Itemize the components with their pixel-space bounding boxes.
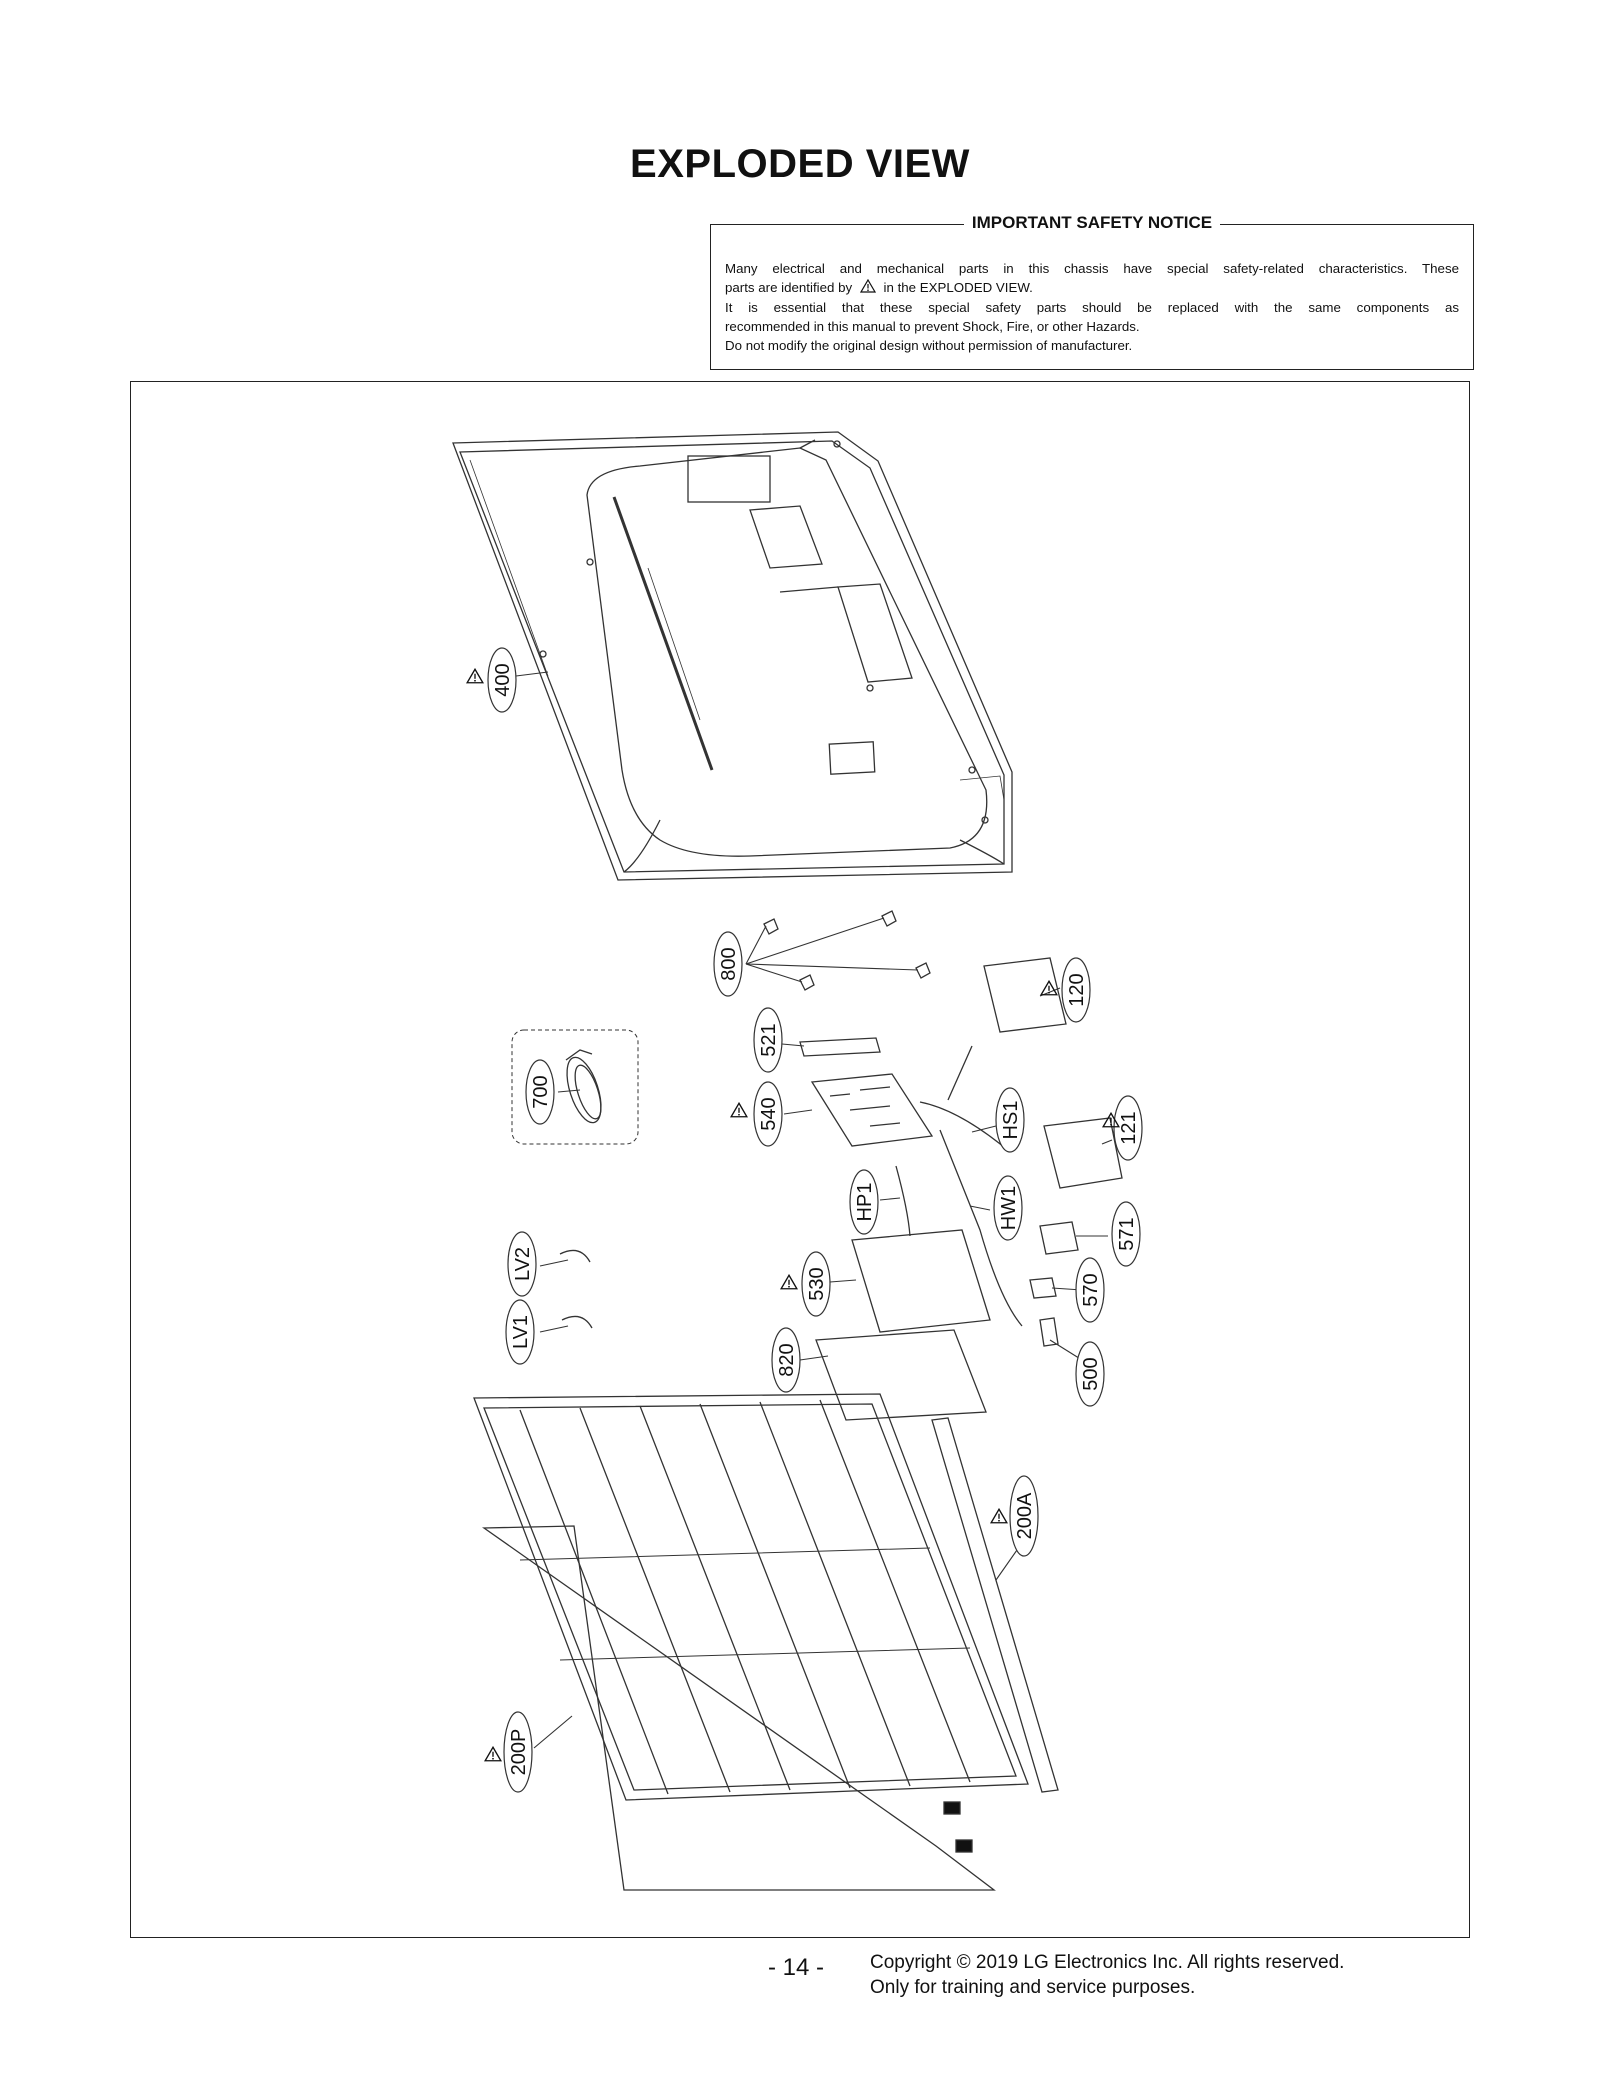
page-title: EXPLODED VIEW xyxy=(630,142,970,186)
diagram-frame xyxy=(130,381,1470,1938)
safety-notice-body: Many electrical and mechanical parts in … xyxy=(725,259,1459,355)
part-number-521: 521 xyxy=(758,1023,780,1056)
part-label-lv1: LV1 xyxy=(505,1299,535,1365)
notice-line-1: Many electrical and mechanical parts in … xyxy=(725,261,1459,276)
part-number-lv1: LV1 xyxy=(510,1315,532,1349)
notice-line-4: recommended in this manual to prevent Sh… xyxy=(725,318,1140,334)
warning-triangle-icon xyxy=(780,1274,798,1290)
part-label-120: 120 xyxy=(1040,957,1091,1023)
page-number: - 14 - xyxy=(768,1954,825,1981)
part-label-hp1: HP1 xyxy=(849,1169,879,1235)
part-number-530: 530 xyxy=(806,1267,828,1300)
notice-line-2: parts are identified by in the EXPLODED … xyxy=(725,278,1459,297)
part-label-hw1: HW1 xyxy=(993,1175,1023,1241)
part-label-lv2: LV2 xyxy=(507,1231,537,1297)
part-label-121: 121 xyxy=(1102,1095,1143,1161)
part-number-200a: 200A xyxy=(1014,1492,1036,1539)
warning-triangle-icon xyxy=(466,668,484,684)
notice-line-3: It is essential that these special safet… xyxy=(725,299,1459,315)
part-label-700: 700 xyxy=(525,1059,555,1125)
leader-lines xyxy=(515,671,1113,1749)
part-label-200a: 200A xyxy=(990,1475,1039,1557)
notice-line-5: Do not modify the original design withou… xyxy=(725,338,1133,354)
part-number-800: 800 xyxy=(718,947,740,980)
purpose-line: Only for training and service purposes. xyxy=(870,1977,1196,1998)
safety-notice-box: IMPORTANT SAFETY NOTICE Many electrical … xyxy=(710,213,1474,370)
part-number-hs1: HS1 xyxy=(1000,1101,1022,1140)
part-label-570: 570 xyxy=(1075,1257,1105,1323)
part-number-500: 500 xyxy=(1080,1357,1102,1390)
back-cover-drawing xyxy=(452,431,1013,881)
part-label-500: 500 xyxy=(1075,1341,1105,1407)
part-number-200p: 200P xyxy=(508,1729,530,1776)
part-number-hp1: HP1 xyxy=(854,1183,876,1222)
part-label-hs1: HS1 xyxy=(995,1087,1025,1153)
part-number-540: 540 xyxy=(758,1097,780,1130)
part-label-530: 530 xyxy=(780,1251,831,1317)
part-number-121: 121 xyxy=(1118,1111,1140,1144)
notice-line-2a: parts are identified by xyxy=(725,280,853,296)
warning-triangle-icon xyxy=(484,1746,502,1762)
copyright-line: Copyright © 2019 LG Electronics Inc. All… xyxy=(870,1952,1345,1973)
part-number-lv2: LV2 xyxy=(512,1247,534,1281)
part-label-540: 540 xyxy=(730,1081,783,1147)
warning-triangle-icon xyxy=(859,279,876,293)
safety-notice-heading: IMPORTANT SAFETY NOTICE xyxy=(963,213,1221,232)
part-label-200p: 200P xyxy=(484,1711,533,1793)
part-number-700: 700 xyxy=(530,1075,552,1108)
part-label-820: 820 xyxy=(771,1327,801,1393)
warning-triangle-icon xyxy=(1040,980,1058,996)
part-label-400: 400 xyxy=(466,647,517,713)
part-number-820: 820 xyxy=(776,1343,798,1376)
internal-parts-drawing xyxy=(473,910,1123,1891)
part-label-521: 521 xyxy=(753,1007,783,1073)
warning-triangle-icon xyxy=(730,1102,748,1118)
part-number-570: 570 xyxy=(1080,1273,1102,1306)
part-number-120: 120 xyxy=(1066,973,1088,1006)
notice-line-2b: in the EXPLODED VIEW. xyxy=(883,280,1033,296)
part-label-571: 571 xyxy=(1111,1201,1141,1267)
part-number-571: 571 xyxy=(1116,1217,1138,1250)
part-number-hw1: HW1 xyxy=(998,1186,1020,1230)
part-label-800: 800 xyxy=(713,931,743,997)
warning-triangle-icon xyxy=(990,1508,1008,1524)
part-number-400: 400 xyxy=(492,663,514,696)
footer-copyright: Copyright © 2019 LG Electronics Inc. All… xyxy=(870,1950,1344,2000)
